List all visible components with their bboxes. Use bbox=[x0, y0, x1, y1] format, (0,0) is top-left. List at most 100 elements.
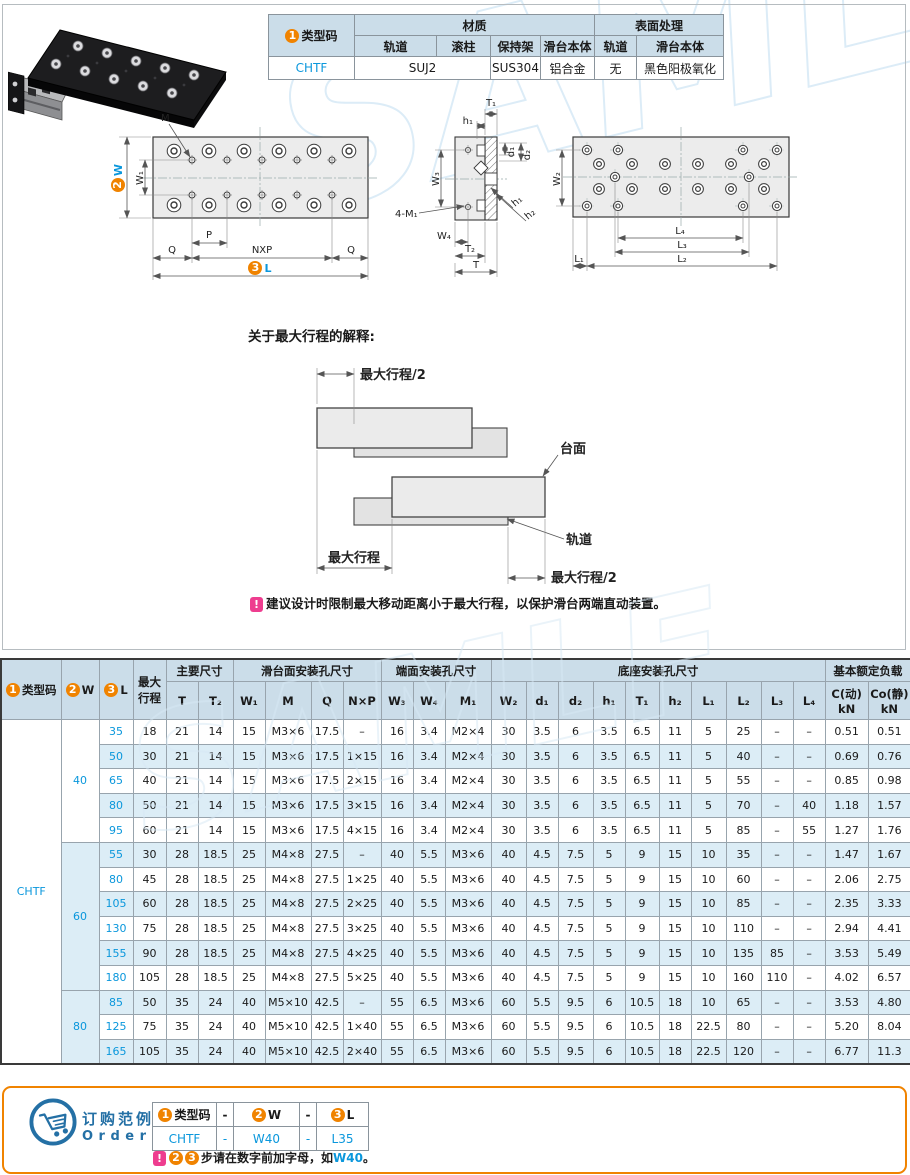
materials-subheader: 滑台本体 bbox=[539, 35, 596, 57]
spec-cell: 16 bbox=[380, 719, 414, 745]
spec-cell: 30 bbox=[490, 719, 527, 745]
spec-cell: M5×10 bbox=[264, 1014, 312, 1040]
spec-cell: 6 bbox=[557, 743, 594, 770]
spec-cell: 28 bbox=[165, 891, 199, 917]
spec-cell: 5.5 bbox=[412, 841, 446, 868]
spec-cell: 2×40 bbox=[342, 1038, 382, 1065]
spec-cell: 6.57 bbox=[867, 964, 910, 991]
num-badge: 3 bbox=[185, 1151, 199, 1165]
spec-cell: M4×8 bbox=[264, 940, 312, 966]
num-badge: 3 bbox=[330, 1107, 345, 1122]
spec-cell: M2×4 bbox=[444, 743, 492, 770]
spec-cell: – bbox=[760, 866, 794, 893]
spec-cell: 5 bbox=[592, 841, 626, 868]
spec-sub-header: T₂ bbox=[197, 681, 234, 720]
spec-cell: 27.5 bbox=[310, 891, 344, 917]
spec-cell: 160 bbox=[725, 964, 762, 991]
spec-cell: 2×15 bbox=[342, 768, 382, 794]
materials-cell: SUJ2 bbox=[354, 56, 491, 80]
spec-cell: 21 bbox=[165, 719, 199, 745]
spec-cell: 40 bbox=[792, 792, 826, 819]
spec-cell: 40 bbox=[380, 964, 414, 991]
spec-cell: 5.5 bbox=[525, 989, 559, 1016]
spec-group-header: 端面安装孔尺寸 bbox=[380, 658, 492, 682]
spec-cell: 5×25 bbox=[342, 964, 382, 991]
spec-cell: 30 bbox=[132, 743, 167, 770]
spec-cell: 5.5 bbox=[412, 866, 446, 893]
spec-cell: 55 bbox=[725, 768, 762, 794]
spec-cell: – bbox=[792, 841, 826, 868]
dim-label-nxp: NXP bbox=[252, 245, 272, 256]
spec-cell: 18.5 bbox=[197, 891, 234, 917]
spec-cell: 75 bbox=[132, 915, 167, 942]
spec-cell: – bbox=[760, 841, 794, 868]
spec-cell: 35 bbox=[98, 719, 134, 745]
spec-cell: M4×8 bbox=[264, 915, 312, 942]
spec-cell: 50 bbox=[132, 792, 167, 819]
spec-cell: 105 bbox=[98, 891, 134, 917]
dim-label-l2: L₂ bbox=[677, 254, 687, 265]
spec-cell: 42.5 bbox=[310, 1038, 344, 1065]
spec-cell: 9 bbox=[624, 964, 660, 991]
spec-sub-header: M bbox=[264, 681, 312, 720]
spec-cell: 7.5 bbox=[557, 866, 594, 893]
spec-cell: 40 bbox=[490, 915, 527, 942]
materials-cell: SUS304 bbox=[490, 56, 541, 80]
spec-cell: 60 bbox=[490, 989, 527, 1016]
spec-cell: M3×6 bbox=[264, 817, 312, 843]
spec-cell: 3.5 bbox=[592, 792, 626, 819]
spec-cell: 3.5 bbox=[592, 768, 626, 794]
spec-cell: 60 bbox=[490, 1038, 527, 1065]
dim-label-q-left: Q bbox=[168, 245, 176, 256]
spec-cell: M3×6 bbox=[444, 1038, 492, 1065]
spec-cell: 3.5 bbox=[592, 817, 626, 843]
spec-cell: 4.5 bbox=[525, 891, 559, 917]
spec-cell: 4.5 bbox=[525, 915, 559, 942]
spec-cell: 35 bbox=[165, 1014, 199, 1040]
spec-cell: 28 bbox=[165, 940, 199, 966]
dim-label-l4: L₄ bbox=[675, 226, 685, 237]
spec-cell: – bbox=[760, 989, 794, 1016]
spec-cell: 85 bbox=[98, 989, 134, 1016]
spec-cell: 4.5 bbox=[525, 866, 559, 893]
spec-cell: 6 bbox=[557, 817, 594, 843]
spec-cell: 18.5 bbox=[197, 940, 234, 966]
spec-cell: 24 bbox=[197, 989, 234, 1016]
spec-cell: 60 bbox=[132, 891, 167, 917]
spec-cell: 9 bbox=[624, 841, 660, 868]
spec-sub-header: h₂ bbox=[658, 681, 692, 720]
num-badge: 1 bbox=[6, 682, 20, 697]
spec-cell: 0.69 bbox=[824, 743, 869, 770]
spec-cell: 65 bbox=[98, 768, 134, 794]
spec-cell: 6.5 bbox=[624, 817, 660, 843]
spec-cell: 5.49 bbox=[867, 940, 910, 966]
spec-sub-header: d₂ bbox=[557, 681, 594, 720]
spec-cell: – bbox=[792, 743, 826, 770]
spec-cell: M4×8 bbox=[264, 964, 312, 991]
spec-sub-header: C(动)kN bbox=[824, 681, 869, 720]
spec-cell: 22.5 bbox=[690, 1038, 727, 1065]
spec-cell: – bbox=[342, 841, 382, 868]
spec-cell: 17.5 bbox=[310, 719, 344, 745]
spec-cell: 11 bbox=[658, 768, 692, 794]
dim-label-t1: T₁ bbox=[485, 98, 496, 109]
spec-cell: M3×6 bbox=[264, 768, 312, 794]
spec-cell: 11 bbox=[658, 743, 692, 770]
spec-cell: 40 bbox=[380, 915, 414, 942]
spec-cell: – bbox=[760, 768, 794, 794]
spec-w-value: 40 bbox=[60, 719, 100, 843]
spec-cell: 15 bbox=[232, 817, 266, 843]
spec-cell: 1.27 bbox=[824, 817, 869, 843]
spec-cell: 7.5 bbox=[557, 891, 594, 917]
spec-sub-header: W₂ bbox=[490, 681, 527, 720]
spec-cell: 0.51 bbox=[867, 719, 910, 745]
spec-cell: 9.5 bbox=[557, 989, 594, 1016]
spec-cell: 6.5 bbox=[412, 1014, 446, 1040]
stroke-label-half-top: 最大行程/2 bbox=[360, 367, 426, 383]
spec-cell: M4×8 bbox=[264, 866, 312, 893]
spec-cell: 3.5 bbox=[525, 792, 559, 819]
